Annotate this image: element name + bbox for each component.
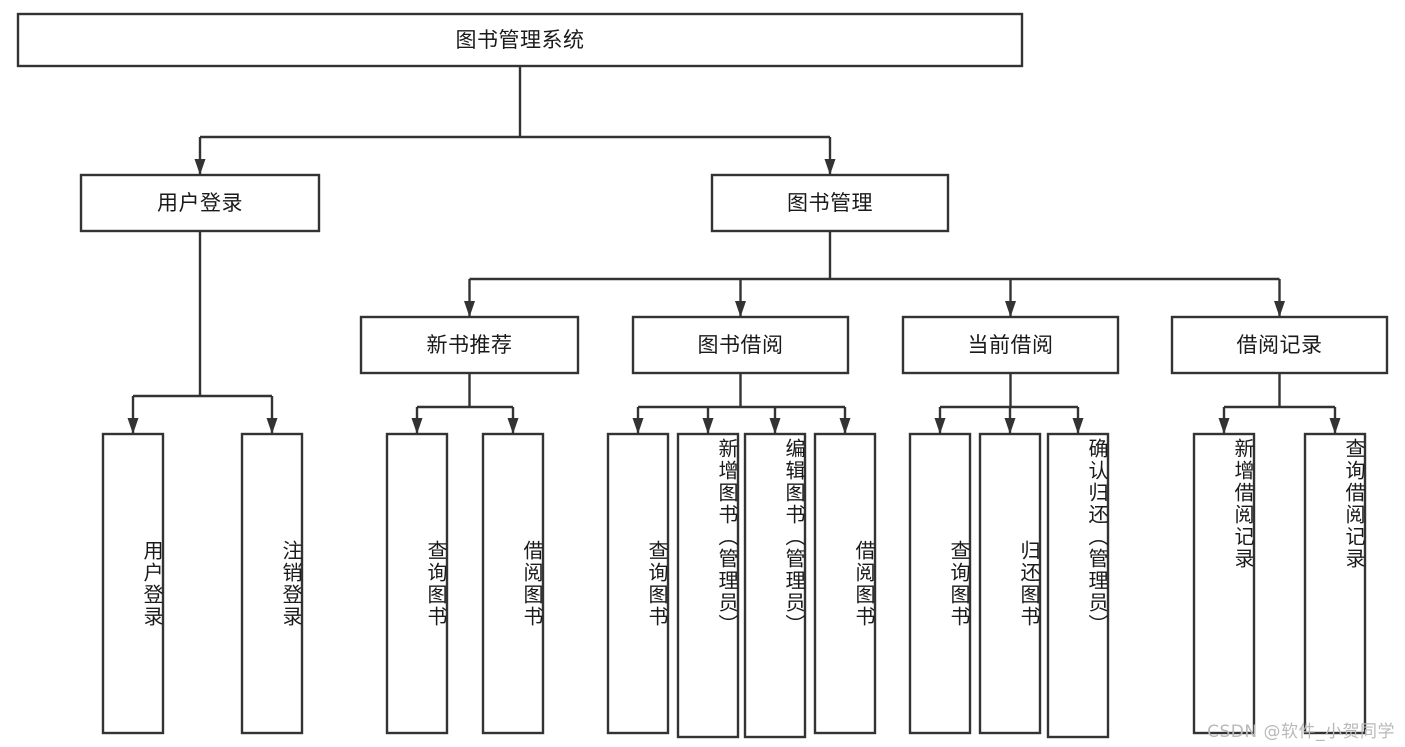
node-box-borrow-record[interactable]	[1170, 315, 1389, 375]
node-box-leaf-add-book[interactable]	[676, 432, 740, 739]
connector-layer	[127, 66, 1341, 434]
node-box-book-borrow[interactable]	[631, 315, 850, 375]
node-box-leaf-confirm-return[interactable]	[1046, 432, 1110, 739]
watermark: CSDN @软件_小贺同学	[1207, 722, 1395, 742]
arrow-head-leaf-edit-book	[769, 418, 781, 434]
arrow-head-leaf-add-record	[1218, 418, 1230, 434]
node-box-book-manage[interactable]	[710, 173, 950, 233]
node-box-leaf-borrow-book-2[interactable]	[813, 432, 877, 735]
node-box-leaf-query-book-2[interactable]	[606, 432, 670, 735]
node-box-user-login[interactable]	[79, 173, 321, 233]
arrow-head-leaf-add-book	[702, 418, 714, 434]
arrow-head-leaf-return-book	[1004, 418, 1016, 434]
arrow-head-leaf-query-book-1	[411, 418, 423, 434]
node-box-leaf-user-login[interactable]	[101, 432, 165, 735]
arrow-head-current-borrow	[1005, 301, 1016, 317]
node-box-leaf-query-book-3[interactable]	[908, 432, 972, 735]
node-box-leaf-query-record[interactable]	[1303, 432, 1367, 735]
arrow-head-leaf-query-book-2	[632, 418, 644, 434]
node-box-leaf-user-logout[interactable]	[240, 432, 304, 735]
arrow-head-new-book-rec	[464, 301, 475, 317]
arrow-head-leaf-borrow-book-1	[507, 418, 519, 434]
node-box-new-book-rec[interactable]	[359, 315, 580, 375]
arrow-head-leaf-query-book-3	[934, 418, 946, 434]
node-box-leaf-add-record[interactable]	[1192, 432, 1256, 735]
arrow-head-user-login	[194, 159, 206, 175]
node-box-leaf-borrow-book-1[interactable]	[481, 432, 545, 735]
arrow-head-book-borrow	[735, 301, 746, 317]
arrow-head-leaf-borrow-book-2	[839, 418, 851, 434]
node-box-layer	[16, 12, 1389, 739]
node-box-leaf-return-book[interactable]	[978, 432, 1042, 735]
arrow-head-book-manage	[824, 159, 836, 175]
arrow-head-leaf-user-logout	[266, 418, 278, 434]
arrow-head-leaf-confirm-return	[1072, 418, 1084, 434]
arrow-head-leaf-user-login	[127, 418, 139, 434]
node-box-root[interactable]	[16, 12, 1024, 68]
arrow-head-borrow-record	[1274, 301, 1285, 317]
node-box-current-borrow[interactable]	[901, 315, 1120, 375]
node-box-leaf-query-book-1[interactable]	[385, 432, 449, 735]
node-box-leaf-edit-book[interactable]	[743, 432, 807, 739]
arrow-head-leaf-query-record	[1329, 418, 1341, 434]
